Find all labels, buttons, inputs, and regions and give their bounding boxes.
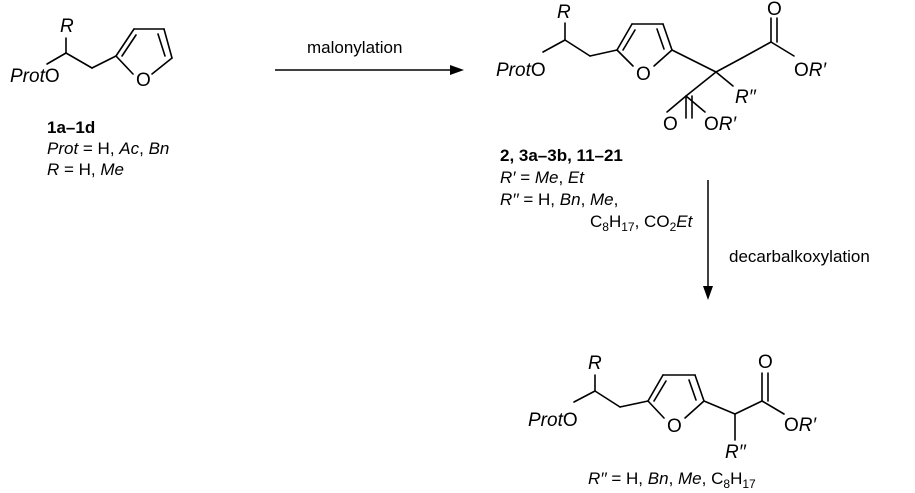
- ester-group: OR′: [784, 415, 818, 436]
- compound-label-1a-1d: 1a–1d: [47, 118, 95, 137]
- substituent-r: R: [60, 16, 74, 37]
- compound-label-malonates: 2, 3a–3b, 11–21: [500, 146, 623, 165]
- ring-oxygen: O: [136, 70, 151, 91]
- product: R ProtO O O OR′ R′′ R′′ = H, Bn, Me, C8H…: [528, 352, 818, 491]
- product-bonds: [573, 372, 785, 441]
- protected-oxygen-label: ProtO: [496, 60, 546, 81]
- malonate-bonds: [542, 17, 795, 119]
- decarbalkoxylation-label: decarbalkoxylation: [729, 247, 870, 266]
- ester-group-top: OR′: [794, 60, 828, 81]
- carbonyl-oxygen-bottom: O: [663, 114, 678, 135]
- ring-oxygen: O: [636, 64, 651, 85]
- r-prime-definition: R′ = Me, Et: [500, 168, 585, 187]
- substituent-r-double-prime: R′′: [735, 87, 757, 108]
- ring-oxygen: O: [667, 416, 682, 437]
- carbonyl-oxygen-top: O: [767, 0, 782, 20]
- decarbalkoxylation-arrow: [703, 180, 713, 300]
- protected-oxygen-label: ProtO: [528, 410, 578, 431]
- starting-material: R ProtO O 1a–1d Prot = H, Ac, Bn R = H, …: [10, 16, 173, 179]
- substituent-r: R: [588, 353, 602, 374]
- starting-material-bonds: [46, 28, 173, 75]
- substituent-r: R: [557, 2, 571, 23]
- prot-definition: Prot = H, Ac, Bn: [47, 139, 169, 158]
- substituent-r-double-prime: R′′: [725, 442, 747, 463]
- malonate-intermediate: R ProtO O O OR′ R′′ O OR′ 2, 3a–3b, 11–2…: [496, 0, 828, 234]
- carbonyl-oxygen: O: [758, 352, 773, 373]
- malonylation-label: malonylation: [307, 38, 402, 57]
- protected-oxygen-label: ProtO: [10, 66, 60, 87]
- r-definition: R = H, Me: [47, 160, 124, 179]
- r-double-prime-definition: R′′ = H, Bn, Me,: [500, 190, 618, 209]
- ester-group-bottom: OR′: [704, 114, 738, 135]
- malonylation-arrow: [275, 65, 464, 75]
- product-r-double-prime-definition: R′′ = H, Bn, Me, C8H17: [588, 469, 756, 491]
- r-double-prime-definition-cont: C8H17, CO2Et: [590, 212, 694, 234]
